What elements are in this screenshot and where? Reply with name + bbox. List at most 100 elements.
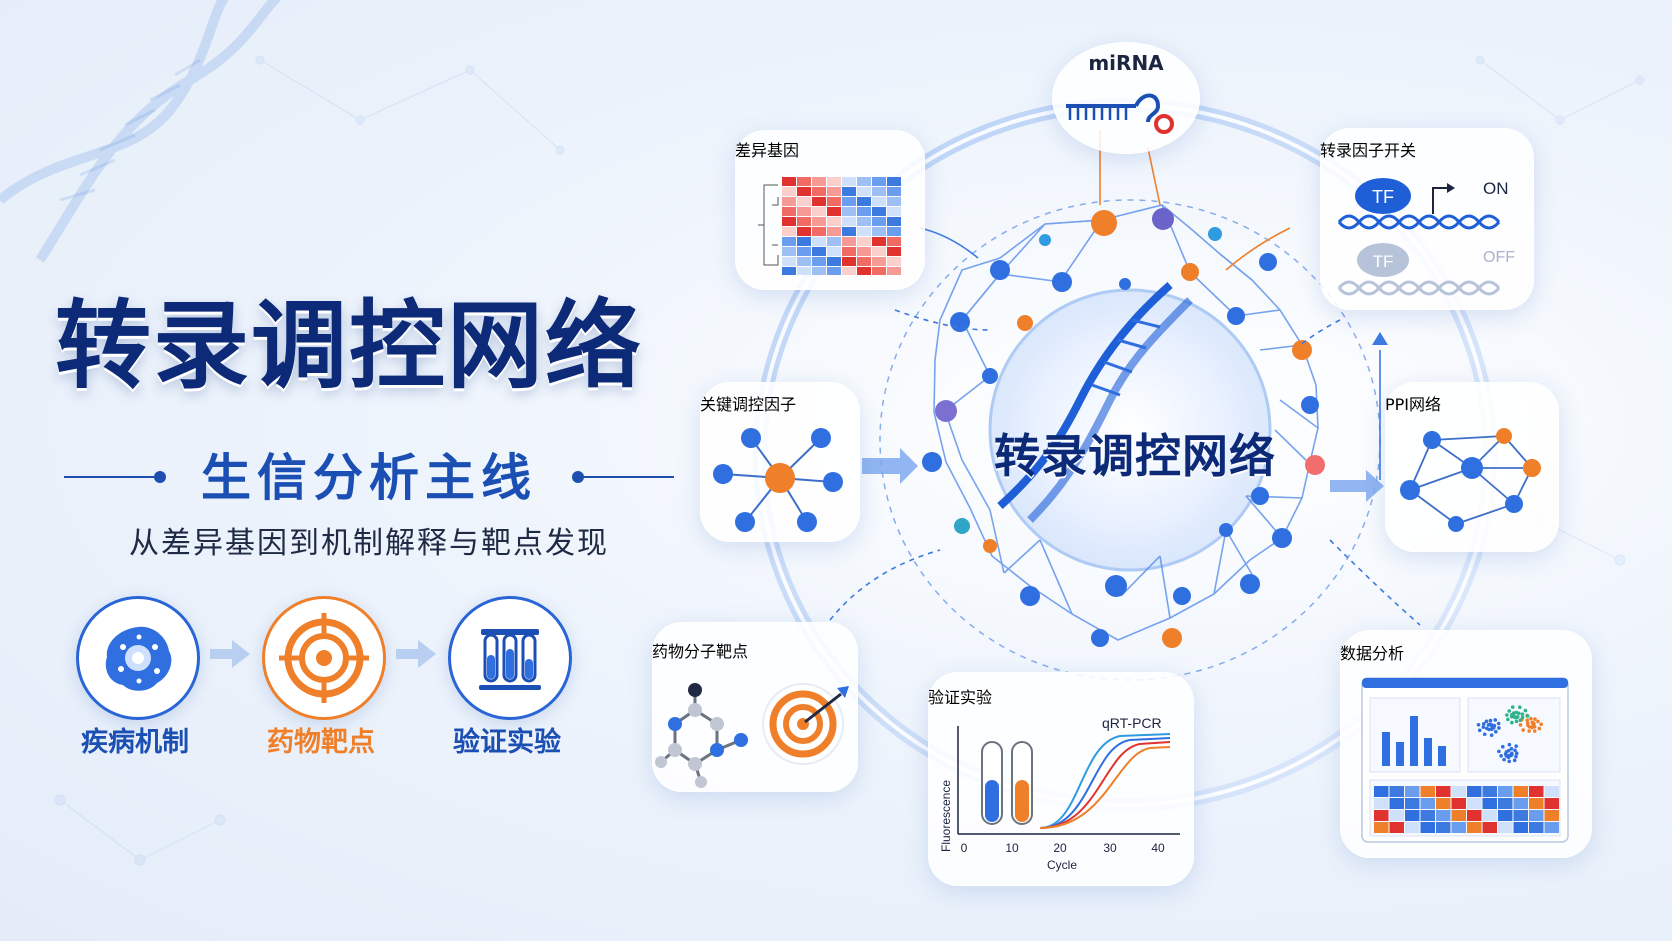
heatmap-cell bbox=[782, 177, 796, 186]
scatter-point bbox=[1488, 718, 1493, 723]
heatmap-icon bbox=[758, 177, 901, 275]
heatmap-cell bbox=[887, 267, 901, 275]
heatmap-cell bbox=[827, 207, 841, 216]
divider-line bbox=[64, 476, 156, 478]
x-tick: 40 bbox=[1151, 841, 1165, 855]
heatmap-cell bbox=[812, 207, 826, 216]
heatmap-cell bbox=[857, 187, 871, 196]
heatmap-cell bbox=[827, 227, 841, 236]
heatmap-cell bbox=[842, 187, 856, 196]
heatmap-cell bbox=[1544, 798, 1559, 809]
heatmap-cell bbox=[1529, 798, 1544, 809]
scatter-point bbox=[1514, 744, 1519, 748]
heatmap-cell bbox=[887, 247, 901, 256]
scatter-point bbox=[1525, 714, 1530, 718]
scatter-point bbox=[1525, 718, 1530, 722]
scatter-point bbox=[1502, 757, 1506, 762]
x-axis-label: Cycle bbox=[1047, 858, 1077, 872]
heatmap-cell bbox=[887, 177, 901, 186]
heatmap-cell bbox=[1389, 810, 1404, 821]
tf-on-label: TF bbox=[1372, 187, 1394, 207]
heatmap-cell bbox=[872, 227, 886, 236]
scatter-point bbox=[1509, 751, 1514, 756]
heatmap-cell bbox=[1498, 798, 1513, 809]
heatmap-cell bbox=[842, 247, 856, 256]
heatmap-cell bbox=[797, 187, 811, 196]
heatmap-cell bbox=[1498, 822, 1513, 833]
heatmap-cell bbox=[842, 197, 856, 206]
scatter-point bbox=[1529, 716, 1533, 721]
divider-dot bbox=[154, 471, 166, 483]
heatmap-cell bbox=[872, 217, 886, 226]
off-label: OFF bbox=[1483, 249, 1515, 266]
scatter-point bbox=[1484, 719, 1489, 724]
heatmap-cell bbox=[857, 217, 871, 226]
heatmap-cell bbox=[887, 217, 901, 226]
qpcr-chart: Fluorescence qRT-PCR 0 10 20 30 40 Cycle bbox=[939, 715, 1180, 872]
heatmap-cell bbox=[1374, 822, 1389, 833]
hub-gene-icon bbox=[713, 428, 843, 532]
heatmap-cell bbox=[812, 217, 826, 226]
arrow-deg-to-hub bbox=[919, 227, 979, 259]
heatmap-cell bbox=[812, 257, 826, 266]
on-label: ON bbox=[1483, 179, 1509, 198]
heatmap-cell bbox=[1451, 786, 1466, 797]
scatter-point bbox=[1527, 729, 1531, 733]
tf-switch-icon: TF ON TF OFF bbox=[1337, 178, 1515, 296]
scatter-point bbox=[1493, 718, 1498, 722]
heatmap-cell bbox=[1374, 810, 1389, 821]
step-drug-target bbox=[262, 596, 386, 720]
scatter-point bbox=[1497, 726, 1501, 730]
heatmap-cell bbox=[1405, 822, 1420, 833]
card-label: PPI网络 bbox=[1385, 395, 1442, 414]
scatter-point bbox=[1515, 715, 1520, 719]
heatmap-cell bbox=[827, 217, 841, 226]
heatmap-cell bbox=[1544, 810, 1559, 821]
heatmap-cell bbox=[1451, 810, 1466, 821]
heatmap-cell bbox=[812, 267, 826, 275]
scatter-point bbox=[1518, 723, 1523, 727]
heatmap-cell bbox=[872, 207, 886, 216]
heatmap-cell bbox=[812, 227, 826, 236]
subtitle-row: 生信分析主线 bbox=[64, 450, 674, 510]
heatmap-cell bbox=[797, 197, 811, 206]
heatmap-cell bbox=[842, 177, 856, 186]
heatmap-cell bbox=[797, 177, 811, 186]
mirna-icon bbox=[1066, 93, 1174, 134]
heatmap-cell bbox=[1482, 798, 1497, 809]
card-label: 差异基因 bbox=[735, 141, 800, 160]
scatter-point bbox=[1481, 722, 1486, 726]
step-disease-mechanism bbox=[76, 596, 200, 720]
heatmap-cell bbox=[782, 217, 796, 226]
scatter-point bbox=[1489, 733, 1494, 737]
heatmap-cell bbox=[827, 187, 841, 196]
heatmap-cell bbox=[1467, 810, 1482, 821]
scatter-point bbox=[1536, 719, 1540, 724]
heatmap-cell bbox=[872, 187, 886, 196]
heatmap-cell bbox=[797, 247, 811, 256]
scatter-point bbox=[1505, 713, 1509, 717]
heatmap-cell bbox=[1405, 810, 1420, 821]
scatter-point bbox=[1523, 708, 1528, 713]
scatter-point bbox=[1506, 755, 1511, 760]
scatter-point bbox=[1476, 722, 1481, 727]
card-label: 数据分析 bbox=[1340, 644, 1405, 663]
card-validation bbox=[928, 672, 1194, 886]
heatmap-cell bbox=[1529, 822, 1544, 833]
ppi-network-icon bbox=[1400, 428, 1541, 532]
card-label: 关键调控因子 bbox=[700, 395, 797, 414]
heatmap-cell bbox=[1513, 798, 1528, 809]
heatmap-cell bbox=[782, 257, 796, 266]
heatmap-cell bbox=[857, 267, 871, 275]
flow-arrows bbox=[862, 448, 1384, 502]
heatmap-cell bbox=[1420, 786, 1435, 797]
heatmap-cell bbox=[872, 247, 886, 256]
scatter-point bbox=[1530, 720, 1535, 725]
scatter-point bbox=[1499, 754, 1503, 758]
heatmap-cell bbox=[1467, 822, 1482, 833]
x-tick: 20 bbox=[1053, 841, 1067, 855]
subtitle: 生信分析主线 bbox=[201, 449, 537, 507]
card-key-regulator bbox=[700, 382, 860, 542]
x-tick: 10 bbox=[1005, 841, 1019, 855]
